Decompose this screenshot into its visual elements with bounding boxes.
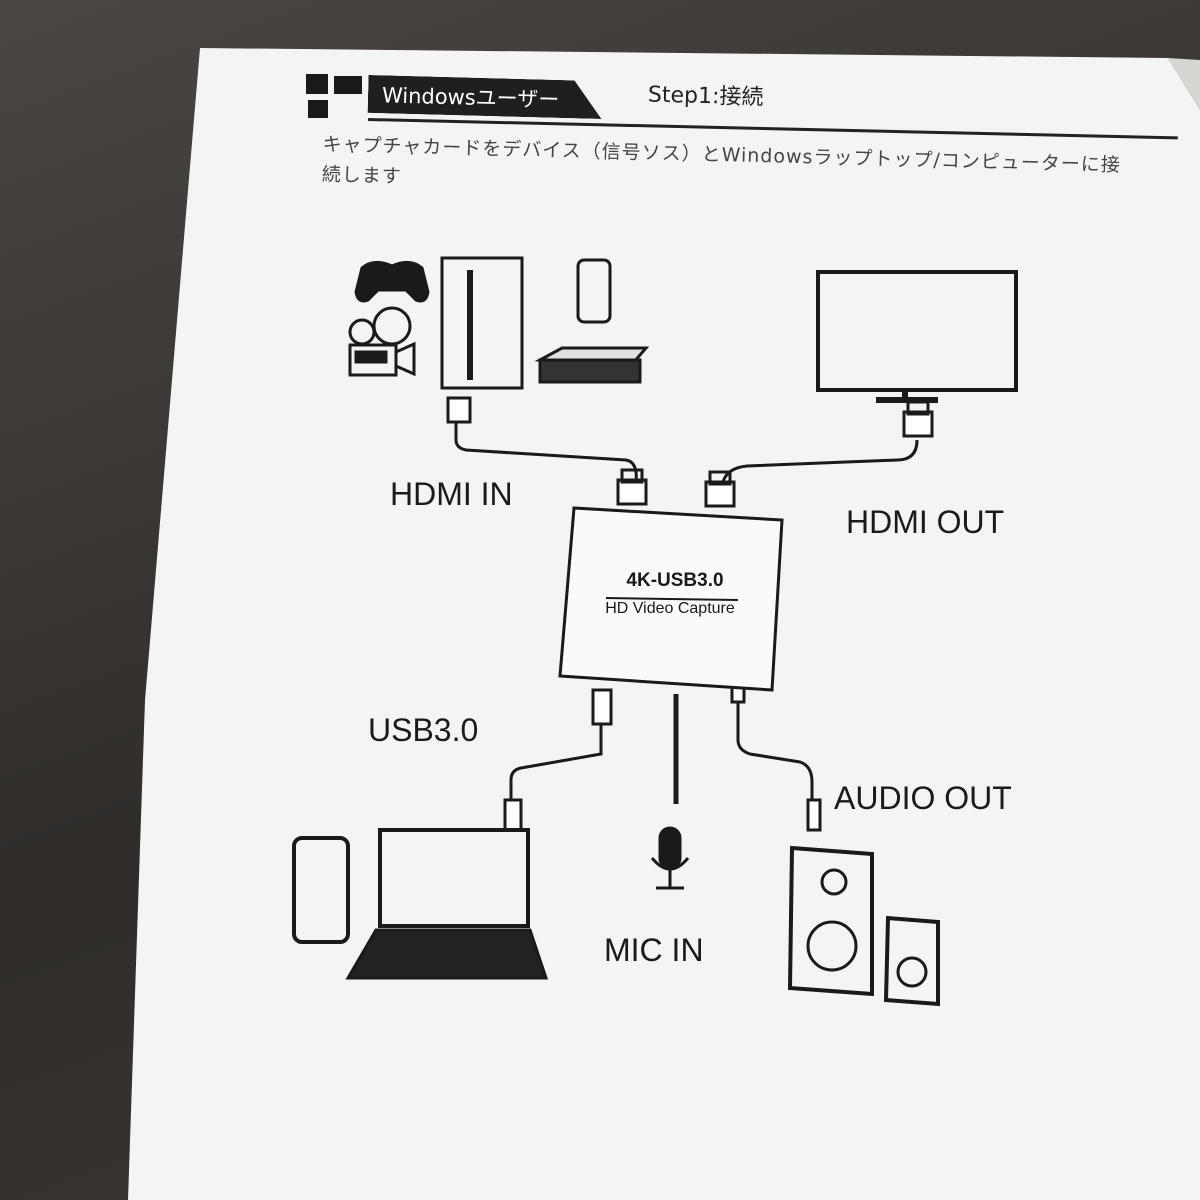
set-top-box-icon	[534, 346, 650, 384]
laptop-icon	[345, 828, 549, 980]
pc-tower-icon	[440, 256, 524, 390]
phone-icon	[576, 258, 612, 324]
hdmi-out-label: HDMI OUT	[846, 504, 1005, 540]
camcorder-icon	[348, 306, 416, 377]
mic-in-label: MIC IN	[604, 932, 704, 968]
audio-out-label: AUDIO OUT	[834, 780, 1012, 816]
speaker-icon	[787, 845, 940, 1007]
section-logo-icon	[306, 74, 362, 118]
phone2-icon	[292, 836, 350, 944]
device-model-label: 4K-USB3.0	[626, 570, 724, 591]
usb-label: USB3.0	[368, 712, 479, 748]
microphone-icon	[650, 826, 690, 890]
hdmi-in-label: HDMI IN	[390, 476, 513, 512]
device-description-label: HD Video Capture	[605, 600, 735, 617]
monitor-icon	[816, 270, 1018, 403]
gamepad-icon	[354, 261, 430, 303]
